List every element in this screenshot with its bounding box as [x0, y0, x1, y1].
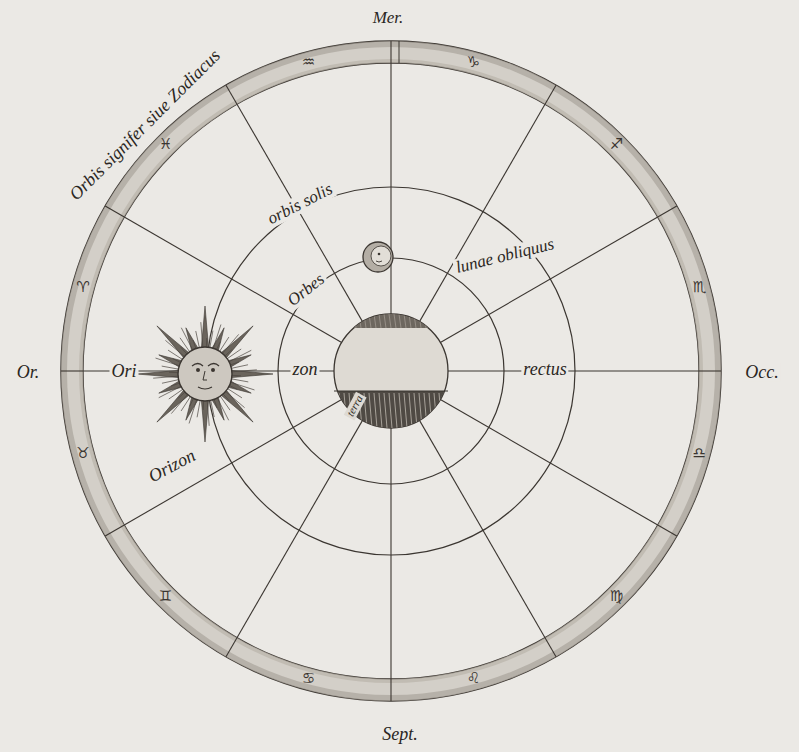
spoke-line [440, 217, 657, 343]
band-divider [105, 206, 124, 217]
spoke-line [420, 420, 546, 637]
zodiac-sign: ♈ [74, 281, 91, 297]
band-divider [399, 41, 400, 63]
band-divider [658, 206, 677, 217]
band-divider [658, 525, 677, 536]
direction-label: Or. [15, 363, 42, 382]
spoke-line [390, 428, 391, 679]
band-divider [226, 638, 237, 657]
horizon-label: zon [290, 360, 319, 379]
spoke-line [124, 217, 341, 343]
zodiac-sign: ♑ [465, 55, 482, 71]
band-divider [545, 85, 556, 104]
direction-label: Sept. [380, 725, 420, 744]
band-divider [699, 370, 721, 371]
band-divider [61, 370, 83, 371]
spoke-line [420, 104, 546, 321]
spoke-line [237, 420, 363, 637]
moon-figure [363, 242, 393, 272]
zodiac-sign: ♓ [157, 138, 174, 154]
orbit-label: orbis solis [263, 179, 337, 229]
orbit-label: lunae obliquus [452, 235, 558, 278]
zodiac-sign: ♌ [465, 671, 482, 687]
cosmos-figure [61, 41, 721, 701]
band-divider [105, 525, 124, 536]
zodiac-sign: ♊ [157, 589, 174, 605]
orbit-label: Orbes [283, 269, 330, 311]
zodiac-sign: ♉ [74, 446, 91, 462]
band-divider [390, 679, 391, 701]
horizon-label: Ori [109, 362, 138, 381]
direction-label: Occ. [743, 363, 780, 382]
spoke-line [448, 370, 699, 371]
zodiac-sign: ♋ [300, 671, 317, 687]
zodiac-sign: ♏ [690, 281, 707, 297]
band-shading [61, 41, 721, 701]
band-divider [545, 638, 556, 657]
zodiac-sign: ♎ [690, 446, 707, 462]
spoke-line [390, 63, 391, 314]
zodiac-band [61, 41, 721, 701]
band-divider [226, 85, 237, 104]
spoke-line [440, 400, 657, 526]
band-divider [390, 41, 391, 63]
band-shading [79, 59, 703, 683]
horizon-label: Orizon [144, 445, 201, 487]
zodiac-sign: ♒ [300, 55, 317, 71]
earth-globe [334, 314, 448, 431]
zodiac-sign: ♐ [608, 138, 625, 154]
zodiac-sign: ♍ [608, 589, 625, 605]
horizon-label: rectus [521, 360, 568, 379]
spoke-line [237, 104, 363, 321]
direction-label: Mer. [371, 9, 406, 27]
spoke-line [124, 400, 341, 526]
sun-figure [137, 306, 273, 442]
